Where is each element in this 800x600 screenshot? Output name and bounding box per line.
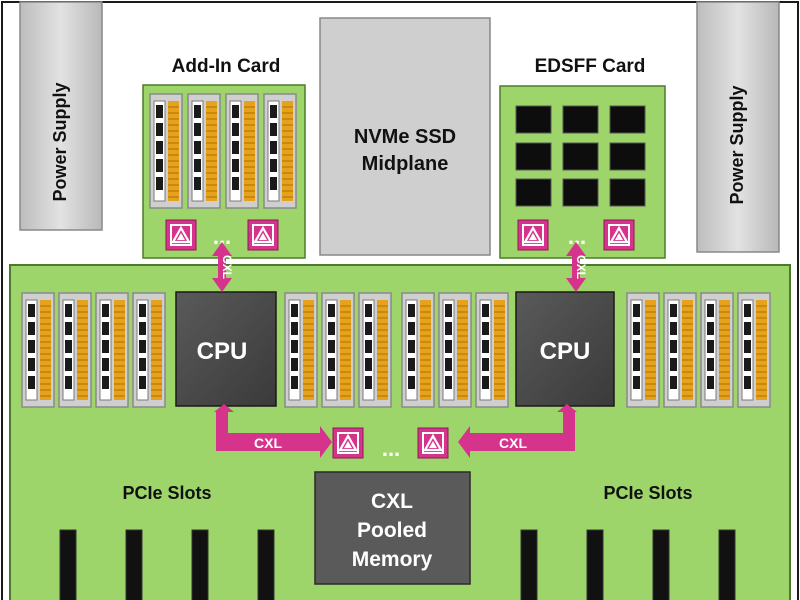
flash-chip-icon (562, 178, 599, 207)
flash-chip-icon (515, 142, 552, 171)
power-supply-left-label: Power Supply (50, 82, 70, 201)
retimer-chip-icon (602, 218, 636, 252)
retimer-chip-icon (246, 218, 280, 252)
memory-module-icon (663, 292, 697, 408)
pcie-slot (59, 529, 77, 600)
board-dimms-center-right (401, 292, 509, 408)
flash-chip-icon (515, 105, 552, 134)
cxl-link-right: CXL (458, 404, 577, 458)
edsff-ellipsis: ... (568, 224, 586, 249)
power-supply-left: Power Supply (19, 1, 103, 231)
cxl-arrow-edsff-card: CXL (566, 242, 588, 292)
cpu-right-label: CPU (540, 338, 591, 365)
power-supply-right: Power Supply (696, 1, 780, 253)
memory-module-icon (626, 292, 660, 408)
cpu-right: CPU (515, 291, 615, 407)
add-in-ellipsis: ... (213, 224, 231, 249)
memory-module-icon (737, 292, 771, 408)
pcie-slot (191, 529, 209, 600)
cpu-left-label: CPU (197, 338, 248, 365)
memory-module-icon (95, 292, 129, 408)
cxl-link-left-label: CXL (254, 435, 282, 451)
cxl-link-left: CXL (214, 404, 332, 458)
retimer-chip-icon (331, 426, 365, 460)
pooled-memory-line2: Pooled (357, 519, 427, 542)
pooled-memory-line3: Memory (352, 548, 433, 571)
cxl-pooled-memory: CXL Pooled Memory (314, 471, 471, 585)
memory-module-icon (401, 292, 435, 408)
pcie-slots-left-label: PCIe Slots (122, 483, 211, 503)
pcie-slot (718, 529, 736, 600)
power-supply-right-label: Power Supply (727, 85, 747, 204)
add-in-card: ... (142, 84, 306, 259)
memory-module-icon (284, 292, 318, 408)
pcie-slot (652, 529, 670, 600)
flash-chip-icon (609, 142, 646, 171)
cxl-vertical-label-left: CXL (220, 255, 234, 279)
memory-module-icon (475, 292, 509, 408)
memory-module-icon (358, 292, 392, 408)
pcie-slots-left (59, 529, 275, 600)
memory-module-icon (438, 292, 472, 408)
pcie-slot (586, 529, 604, 600)
edsff-card-title: EDSFF Card (535, 56, 646, 77)
memory-module-icon (149, 93, 183, 209)
memory-module-icon (263, 93, 297, 209)
pcie-slot (520, 529, 538, 600)
edsff-flash-chips (515, 105, 646, 207)
nvme-label-line2: Midplane (362, 153, 449, 175)
board-dimms-center-left (284, 292, 392, 408)
cxl-vertical-label-right: CXL (574, 255, 588, 279)
edsff-card: ... (499, 85, 666, 259)
pcie-slots-right (520, 529, 736, 600)
board-ellipsis: ... (382, 436, 400, 461)
memory-module-icon (21, 292, 55, 408)
memory-module-icon (225, 93, 259, 209)
memory-module-icon (700, 292, 734, 408)
memory-module-icon (58, 292, 92, 408)
flash-chip-icon (515, 178, 552, 207)
retimer-chip-icon (516, 218, 550, 252)
add-in-card-title: Add-In Card (172, 56, 281, 77)
flash-chip-icon (609, 105, 646, 134)
pcie-slot (125, 529, 143, 600)
pooled-memory-line1: CXL (371, 490, 413, 513)
retimer-chip-icon (164, 218, 198, 252)
cxl-arrow-add-in-card: CXL (212, 242, 234, 292)
memory-module-icon (132, 292, 166, 408)
pcie-slot (257, 529, 275, 600)
nvme-ssd-midplane: NVMe SSD Midplane (319, 17, 491, 256)
flash-chip-icon (562, 142, 599, 171)
cpu-left: CPU (175, 291, 277, 407)
flash-chip-icon (609, 178, 646, 207)
memory-module-icon (321, 292, 355, 408)
memory-module-icon (187, 93, 221, 209)
retimer-chip-icon (416, 426, 450, 460)
cxl-link-right-label: CXL (499, 435, 527, 451)
nvme-label-line1: NVMe SSD (354, 126, 456, 148)
pcie-slots-right-label: PCIe Slots (603, 483, 692, 503)
flash-chip-icon (562, 105, 599, 134)
